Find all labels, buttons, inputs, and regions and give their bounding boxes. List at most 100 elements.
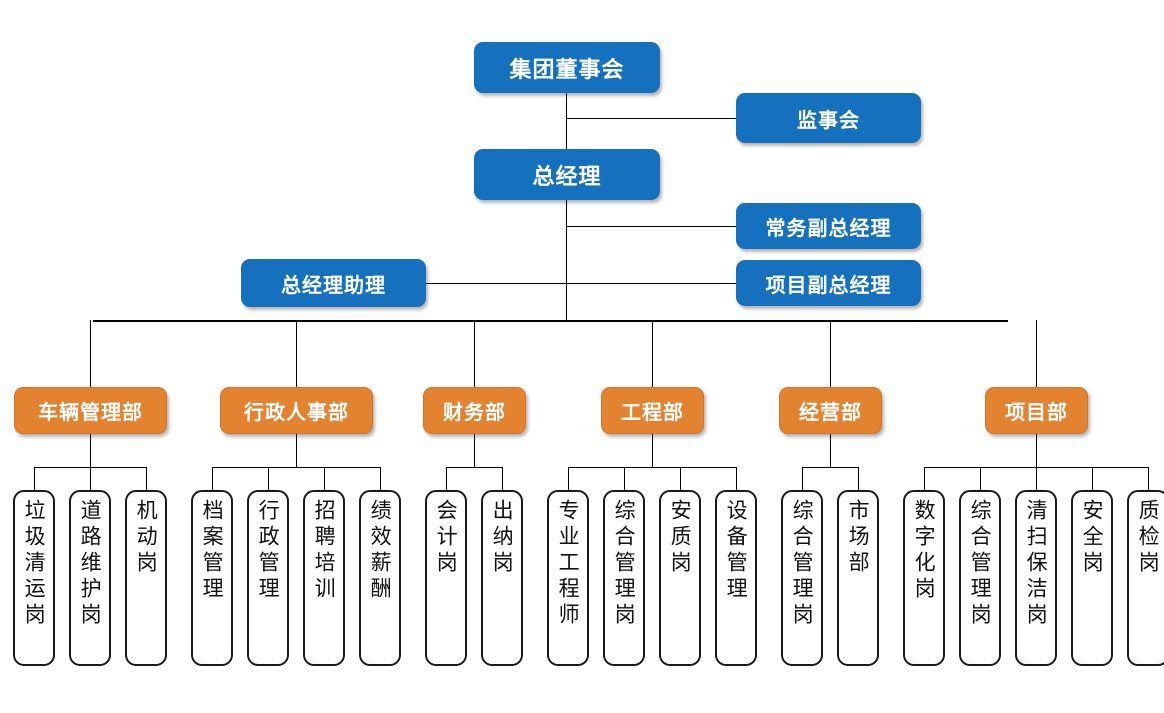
position-node[interactable]: 专业工程师 (547, 490, 589, 666)
connector-subbus-to-position (568, 467, 569, 490)
position-node[interactable]: 出纳岗 (481, 490, 523, 666)
position-node[interactable]: 会计岗 (425, 490, 467, 666)
connector-department-3-to-subbus (474, 434, 475, 467)
node-project-vice-gm-label: 项目副总经理 (765, 274, 892, 297)
position-node-label: 综合管理岗 (790, 499, 815, 629)
connector-subbus-to-position (90, 467, 91, 490)
position-node-label: 垃圾清运岗 (22, 499, 47, 629)
position-node[interactable]: 质检岗 (1127, 490, 1164, 666)
position-node-label: 综合管理岗 (612, 499, 637, 629)
department-node-5[interactable]: 经营部 (779, 387, 882, 434)
connector-subbus-to-position (268, 467, 269, 490)
connector-subbus-to-position (924, 467, 925, 490)
department-node-label: 车辆管理部 (38, 402, 143, 424)
position-node[interactable]: 道路维护岗 (69, 490, 111, 666)
position-node[interactable]: 数字化岗 (903, 490, 945, 666)
position-node[interactable]: 综合管理岗 (603, 490, 645, 666)
connector-subbus-to-position (324, 467, 325, 490)
connector-subbus-to-position (736, 467, 737, 490)
connector-department-5-to-subbus (830, 434, 831, 467)
position-node[interactable]: 安质岗 (659, 490, 701, 666)
connector-bus-to-department-3 (474, 320, 475, 387)
connector-subbus-to-position (380, 467, 381, 490)
position-node-label: 绩效薪酬 (368, 499, 393, 603)
position-node[interactable]: 招聘培训 (303, 490, 345, 666)
connector-subbus-to-position (858, 467, 859, 490)
connector-subbus-to-position (680, 467, 681, 490)
position-node[interactable]: 垃圾清运岗 (13, 490, 55, 666)
node-executive-vice-gm[interactable]: 常务副总经理 (736, 203, 921, 249)
connector-subbus-to-position (1036, 467, 1037, 490)
position-node-label: 档案管理 (200, 499, 225, 603)
node-supervisory-board-label: 监事会 (797, 109, 860, 132)
position-node-label: 专业工程师 (556, 499, 581, 629)
department-node-4[interactable]: 工程部 (601, 387, 704, 434)
node-board[interactable]: 集团董事会 (474, 42, 660, 93)
position-node[interactable]: 设备管理 (715, 490, 757, 666)
connector-gm-to-bus (566, 200, 567, 321)
department-node-label: 经营部 (799, 402, 862, 424)
department-node-2[interactable]: 行政人事部 (220, 387, 373, 434)
connector-subbus-to-position (212, 467, 213, 490)
connector-department-1-to-subbus (90, 434, 91, 467)
position-node[interactable]: 综合管理岗 (781, 490, 823, 666)
node-gm-assistant-label: 总经理助理 (281, 274, 386, 297)
connector-subbus-to-position (802, 467, 803, 490)
position-node[interactable]: 档案管理 (191, 490, 233, 666)
connector-department-6-to-subbus (1036, 434, 1037, 467)
department-node-label: 项目部 (1005, 402, 1068, 424)
connector-department-2-to-subbus (296, 434, 297, 467)
node-board-label: 集团董事会 (509, 56, 625, 82)
position-node-label: 行政管理 (256, 499, 281, 603)
connector-gm-spine-to-supervisory (566, 118, 736, 119)
position-node[interactable]: 机动岗 (125, 490, 167, 666)
connector-subbus-to-position (446, 467, 447, 490)
position-node[interactable]: 安全岗 (1071, 490, 1113, 666)
position-node-label: 市场部 (846, 499, 871, 577)
position-node-label: 道路维护岗 (78, 499, 103, 629)
department-bus-line (93, 320, 1008, 322)
node-executive-vice-gm-label: 常务副总经理 (765, 217, 892, 240)
node-gm-assistant[interactable]: 总经理助理 (241, 259, 426, 307)
connector-subbus-to-position (980, 467, 981, 490)
subbus-line-department-2 (212, 467, 380, 468)
connector-subbus-to-position (1148, 467, 1149, 490)
connector-subbus-to-position (34, 467, 35, 490)
node-general-manager-label: 总经理 (532, 163, 602, 189)
position-node-label: 会计岗 (434, 499, 459, 577)
position-node-label: 安质岗 (668, 499, 693, 577)
position-node[interactable]: 市场部 (837, 490, 879, 666)
node-supervisory-board[interactable]: 监事会 (736, 93, 921, 143)
connector-spine-to-gm-assistant (426, 283, 566, 284)
position-node-label: 出纳岗 (490, 499, 515, 577)
position-node-label: 招聘培训 (312, 499, 337, 603)
department-node-label: 行政人事部 (244, 402, 349, 424)
connector-bus-to-department-5 (830, 320, 831, 387)
connector-subbus-to-position (1092, 467, 1093, 490)
connector-board-to-gm (566, 93, 567, 149)
position-node-label: 清扫保洁岗 (1024, 499, 1049, 629)
position-node[interactable]: 综合管理岗 (959, 490, 1001, 666)
position-node-label: 设备管理 (724, 499, 749, 603)
department-node-6[interactable]: 项目部 (985, 387, 1088, 434)
connector-spine-to-executive-vp (566, 226, 736, 227)
node-project-vice-gm[interactable]: 项目副总经理 (736, 260, 921, 306)
position-node-label: 机动岗 (134, 499, 159, 577)
node-general-manager[interactable]: 总经理 (474, 149, 660, 200)
position-node-label: 安全岗 (1080, 499, 1105, 577)
position-node[interactable]: 绩效薪酬 (359, 490, 401, 666)
subbus-line-department-4 (568, 467, 736, 468)
connector-subbus-to-position (502, 467, 503, 490)
position-node[interactable]: 行政管理 (247, 490, 289, 666)
department-node-label: 财务部 (443, 402, 506, 424)
connector-bus-to-department-4 (652, 320, 653, 387)
connector-bus-to-department-1 (90, 320, 91, 387)
department-node-1[interactable]: 车辆管理部 (14, 387, 167, 434)
position-node-label: 质检岗 (1136, 499, 1161, 577)
connector-subbus-to-position (146, 467, 147, 490)
connector-subbus-to-position (624, 467, 625, 490)
department-node-3[interactable]: 财务部 (423, 387, 526, 434)
position-node[interactable]: 清扫保洁岗 (1015, 490, 1057, 666)
position-node-label: 综合管理岗 (968, 499, 993, 629)
